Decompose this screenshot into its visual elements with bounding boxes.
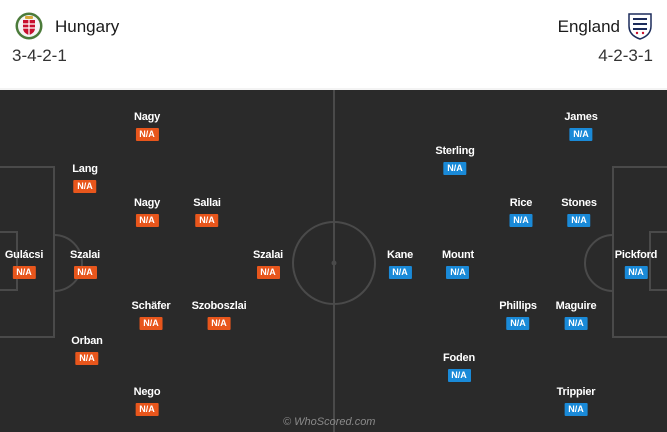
rating-badge: N/A [569,128,593,141]
rating-badge: N/A [207,317,231,330]
player-sterling[interactable]: Sterling N/A [435,145,475,176]
rating-badge: N/A [135,214,159,227]
player-maguire[interactable]: Maguire N/A [556,300,597,331]
player-mount[interactable]: Mount N/A [442,249,474,280]
player-name: James [564,111,598,123]
player-name: Phillips [499,300,537,312]
pitch-lines [0,90,667,432]
player-name: Nagy [133,111,161,123]
rating-badge: N/A [388,266,412,279]
player-name: Szalai [253,249,283,261]
player-name: Szoboszlai [191,300,247,312]
home-formation: 3-4-2-1 [12,46,67,65]
player-name: Pickford [614,249,658,261]
player-name: Mount [442,249,474,261]
rating-badge: N/A [624,266,648,279]
rating-badge: N/A [506,317,530,330]
player-nagy-mid[interactable]: Nagy N/A [134,197,160,228]
player-name: Foden [443,352,475,364]
player-name: Orban [71,335,103,347]
player-name: Sallai [193,197,221,209]
rating-badge: N/A [139,317,163,330]
player-name: Kane [386,249,414,261]
player-nagy-wing[interactable]: Nagy N/A [134,111,160,142]
rating-badge: N/A [447,369,471,382]
player-trippier[interactable]: Trippier N/A [557,386,596,417]
player-name: Schäfer [131,300,171,312]
rating-badge: N/A [73,266,97,279]
rating-badge: N/A [135,128,159,141]
rating-badge: N/A [564,317,588,330]
player-james[interactable]: James N/A [564,111,598,142]
player-schafer[interactable]: Schäfer N/A [132,300,171,331]
rating-badge: N/A [12,266,36,279]
player-kane[interactable]: Kane N/A [387,249,413,280]
match-header: Hungary 3-4-2-1 England 4-2-3-1 [0,0,667,88]
pitch: Gulácsi N/A Lang N/A Szalai N/A Orban N/… [0,90,667,432]
player-name: Lang [72,163,98,175]
player-pickford[interactable]: Pickford N/A [615,249,657,280]
player-szoboszlai[interactable]: Szoboszlai N/A [192,300,247,331]
player-name: Nego [133,386,161,398]
player-name: Maguire [555,300,597,312]
player-szalai-defender[interactable]: Szalai N/A [70,249,100,280]
rating-badge: N/A [195,214,219,227]
rating-badge: N/A [256,266,280,279]
player-stones[interactable]: Stones N/A [561,197,597,228]
rating-badge: N/A [443,162,467,175]
rating-badge: N/A [567,214,591,227]
rating-badge: N/A [135,403,159,416]
england-crest-icon [628,13,652,40]
player-phillips[interactable]: Phillips N/A [499,300,537,331]
player-name: Szalai [70,249,100,261]
player-szalai-striker[interactable]: Szalai N/A [253,249,283,280]
player-foden[interactable]: Foden N/A [443,352,475,383]
player-name: Trippier [556,386,596,398]
player-orban[interactable]: Orban N/A [71,335,103,366]
player-name: Sterling [435,145,475,157]
player-sallai[interactable]: Sallai N/A [193,197,221,228]
player-name: Nagy [133,197,161,209]
rating-badge: N/A [509,214,533,227]
rating-badge: N/A [564,403,588,416]
rating-badge: N/A [75,352,99,365]
hungary-crest-icon [15,12,43,40]
player-nego[interactable]: Nego N/A [134,386,161,417]
player-rice[interactable]: Rice N/A [509,197,533,228]
home-team-name: Hungary [55,17,120,36]
watermark: © WhoScored.com [283,416,376,428]
player-name: Rice [509,197,533,209]
player-gulacsi[interactable]: Gulácsi N/A [5,249,43,280]
away-formation: 4-2-3-1 [598,46,653,65]
away-team-name: England [557,17,620,36]
player-name: Stones [561,197,597,209]
player-lang[interactable]: Lang N/A [72,163,98,194]
rating-badge: N/A [73,180,97,193]
player-name: Gulácsi [4,249,44,261]
rating-badge: N/A [446,266,470,279]
